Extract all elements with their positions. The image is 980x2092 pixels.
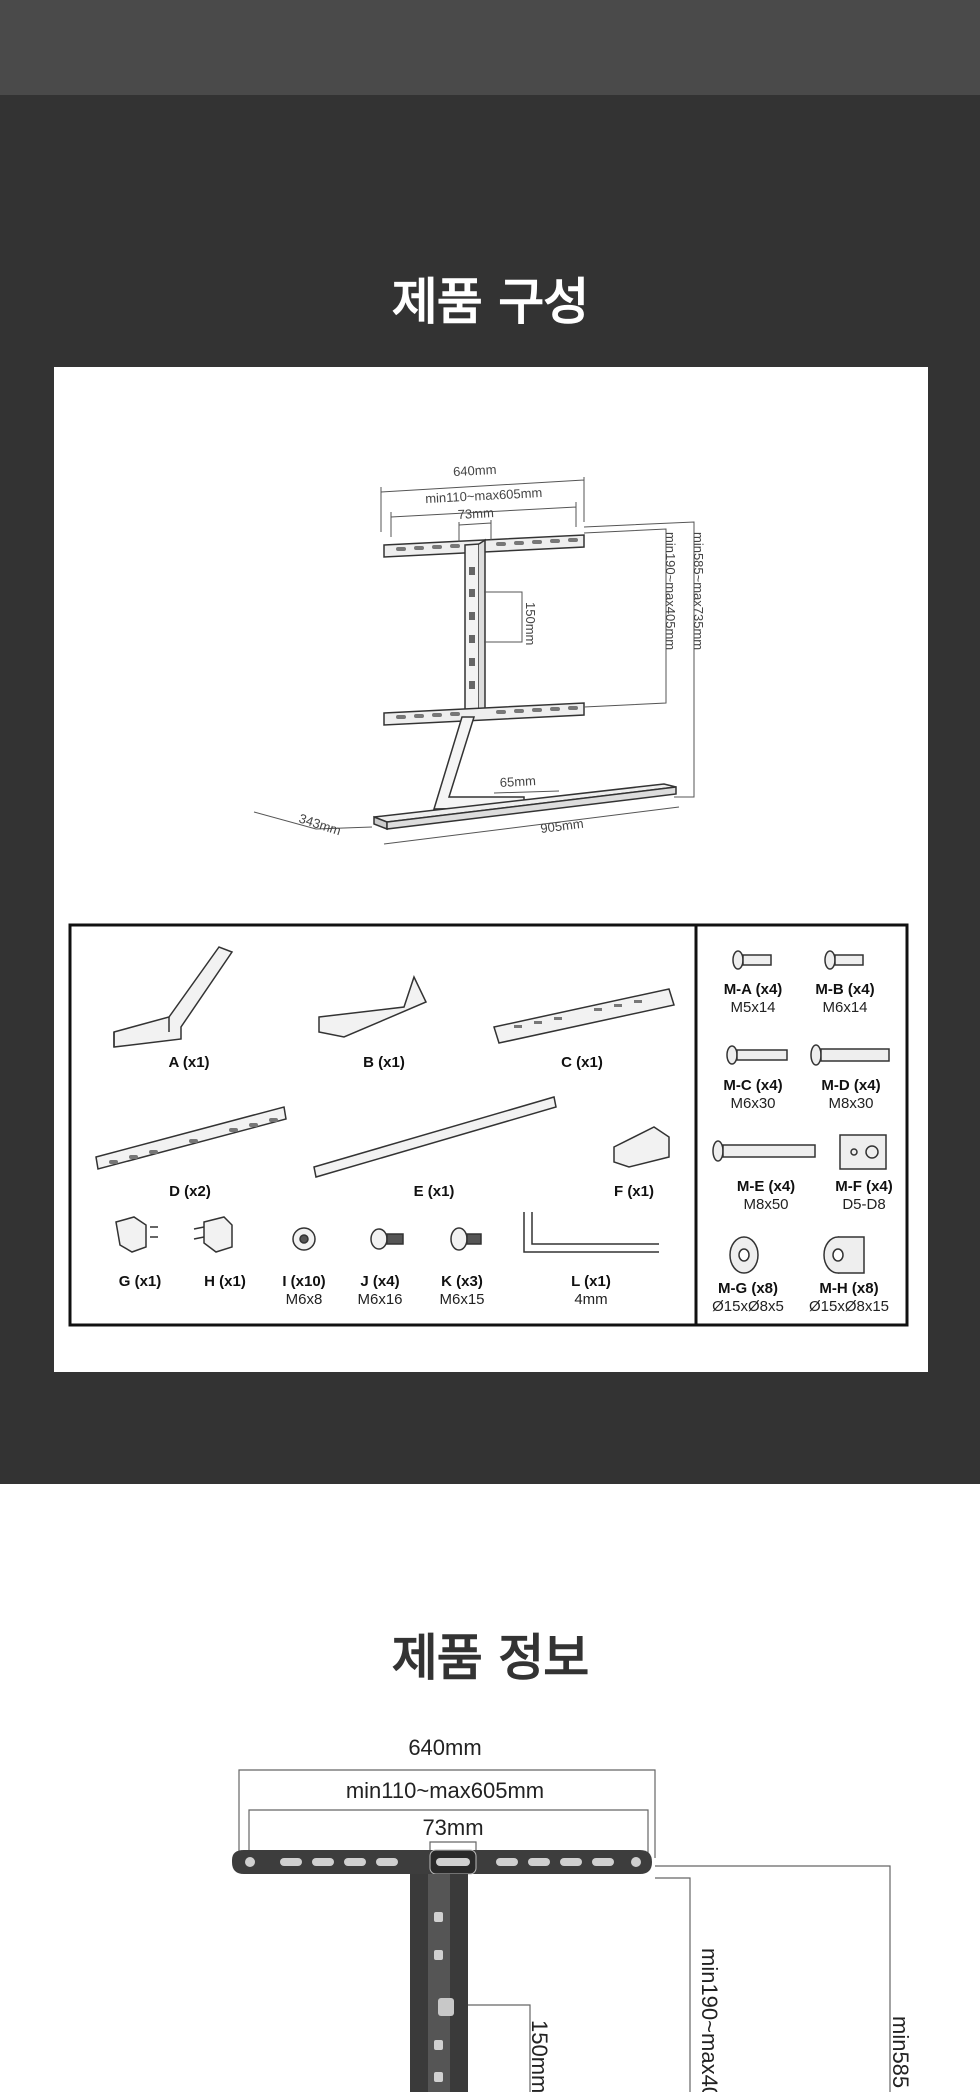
info-dim-labels: 640mm min110~max605mm 73mm 150mm min190~… bbox=[346, 1735, 913, 2092]
part-e-label: E (x1) bbox=[414, 1183, 455, 1200]
hardware-m-d-label: M-D (x4) bbox=[821, 1077, 880, 1094]
hardware-illustrations bbox=[712, 950, 890, 1274]
components-diagram: 640mm min110~max605mm 73mm 150mm min190~… bbox=[68, 462, 909, 1327]
part-k-size: M6x15 bbox=[439, 1291, 484, 1308]
info-diagram: 640mm min110~max605mm 73mm 150mm min190~… bbox=[232, 1735, 913, 2092]
part-illustrations bbox=[95, 946, 675, 1253]
part-i-drawing bbox=[292, 1227, 316, 1251]
hardware-m-h-label: M-H (x8) bbox=[819, 1280, 878, 1297]
hardware-m-h-drawing bbox=[823, 1236, 865, 1274]
components-title: 제품 구성 bbox=[391, 273, 589, 331]
dim-190-405: min190~max405mm bbox=[663, 532, 678, 650]
hardware-labels: M-A (x4) M5x14 M-B (x4) M6x14 M-C (x4) M… bbox=[712, 981, 893, 1315]
info-dim-190: min190~max40 bbox=[697, 1948, 722, 2092]
info-dim-150: 150mm bbox=[527, 2020, 552, 2092]
dim-150: 150mm bbox=[523, 602, 538, 645]
dim-640: 640mm bbox=[453, 462, 497, 479]
hardware-m-c-drawing bbox=[726, 1045, 788, 1065]
part-g-drawing bbox=[115, 1216, 158, 1253]
part-j-drawing bbox=[370, 1228, 404, 1250]
part-d-drawing bbox=[95, 1106, 287, 1170]
part-b-label: B (x1) bbox=[363, 1054, 405, 1071]
hardware-m-g-size: Ø15xØ8x5 bbox=[712, 1298, 784, 1315]
dim-65: 65mm bbox=[499, 773, 536, 790]
info-column bbox=[410, 1874, 468, 2092]
hardware-m-a-label: M-A (x4) bbox=[724, 981, 783, 998]
part-labels: A (x1) B (x1) C (x1) D (x2) E (x1) F (x1… bbox=[119, 1054, 654, 1308]
dim-73: 73mm bbox=[457, 505, 494, 522]
part-l-size: 4mm bbox=[574, 1291, 607, 1308]
top-bar bbox=[0, 0, 980, 95]
info-dim-585: min585 bbox=[888, 2016, 913, 2088]
part-c-label: C (x1) bbox=[561, 1054, 603, 1071]
hardware-m-b-label: M-B (x4) bbox=[815, 981, 874, 998]
part-l-drawing bbox=[523, 1212, 659, 1253]
info-dim-640: 640mm bbox=[408, 1735, 481, 1760]
part-e-drawing bbox=[313, 1096, 557, 1178]
part-c-drawing bbox=[493, 988, 675, 1044]
part-b-drawing bbox=[318, 975, 428, 1038]
bottom-bracket bbox=[383, 702, 585, 726]
part-h-label: H (x1) bbox=[204, 1273, 246, 1290]
part-a-drawing bbox=[113, 946, 234, 1048]
hardware-m-c-size: M6x30 bbox=[730, 1095, 775, 1112]
part-i-size: M6x8 bbox=[286, 1291, 323, 1308]
hardware-m-g-drawing bbox=[729, 1236, 759, 1274]
part-h-drawing bbox=[193, 1216, 233, 1253]
hardware-m-f-drawing bbox=[839, 1134, 887, 1170]
column bbox=[464, 538, 486, 713]
hardware-m-e-label: M-E (x4) bbox=[737, 1178, 795, 1195]
hardware-m-e-size: M8x50 bbox=[743, 1196, 788, 1213]
hardware-m-f-label: M-F (x4) bbox=[835, 1178, 893, 1195]
components-panel: 640mm min110~max605mm 73mm 150mm min190~… bbox=[54, 367, 928, 1372]
part-l-label: L (x1) bbox=[571, 1273, 611, 1290]
part-g-label: G (x1) bbox=[119, 1273, 162, 1290]
part-k-label: K (x3) bbox=[441, 1273, 483, 1290]
part-i-label: I (x10) bbox=[282, 1273, 325, 1290]
info-title: 제품 정보 bbox=[391, 1629, 589, 1687]
hardware-m-b-size: M6x14 bbox=[822, 999, 867, 1016]
info-dim-110-605: min110~max605mm bbox=[346, 1778, 544, 1803]
stand-drawing: 640mm min110~max605mm 73mm 150mm min190~… bbox=[253, 462, 706, 845]
info-dim-73: 73mm bbox=[422, 1815, 483, 1840]
part-a-label: A (x1) bbox=[168, 1054, 209, 1071]
part-j-label: J (x4) bbox=[360, 1273, 399, 1290]
dim-585-735: min585~max735mm bbox=[691, 532, 706, 650]
dimension-lines bbox=[253, 477, 695, 845]
dim-343: 343mm bbox=[297, 811, 343, 839]
hardware-m-d-size: M8x30 bbox=[828, 1095, 873, 1112]
hardware-m-a-drawing bbox=[732, 950, 772, 970]
part-j-size: M6x16 bbox=[357, 1291, 402, 1308]
hardware-m-h-size: Ø15xØ8x15 bbox=[809, 1298, 889, 1315]
hardware-m-c-label: M-C (x4) bbox=[723, 1077, 782, 1094]
dim-110-605: min110~max605mm bbox=[425, 485, 543, 506]
part-f-drawing bbox=[613, 1126, 670, 1168]
hardware-m-b-drawing bbox=[824, 950, 864, 970]
hardware-m-e-drawing bbox=[712, 1140, 816, 1162]
hardware-m-f-size: D5-D8 bbox=[842, 1196, 885, 1213]
info-dimension-lines bbox=[238, 1769, 891, 2092]
part-k-drawing bbox=[450, 1227, 482, 1251]
part-f-label: F (x1) bbox=[614, 1183, 654, 1200]
neck-and-base bbox=[373, 716, 677, 831]
hardware-m-g-label: M-G (x8) bbox=[718, 1280, 778, 1297]
info-bracket bbox=[232, 1849, 652, 1875]
hardware-m-a-size: M5x14 bbox=[730, 999, 775, 1016]
part-d-label: D (x2) bbox=[169, 1183, 211, 1200]
hardware-m-d-drawing bbox=[810, 1044, 890, 1066]
dim-905: 905mm bbox=[540, 816, 585, 836]
